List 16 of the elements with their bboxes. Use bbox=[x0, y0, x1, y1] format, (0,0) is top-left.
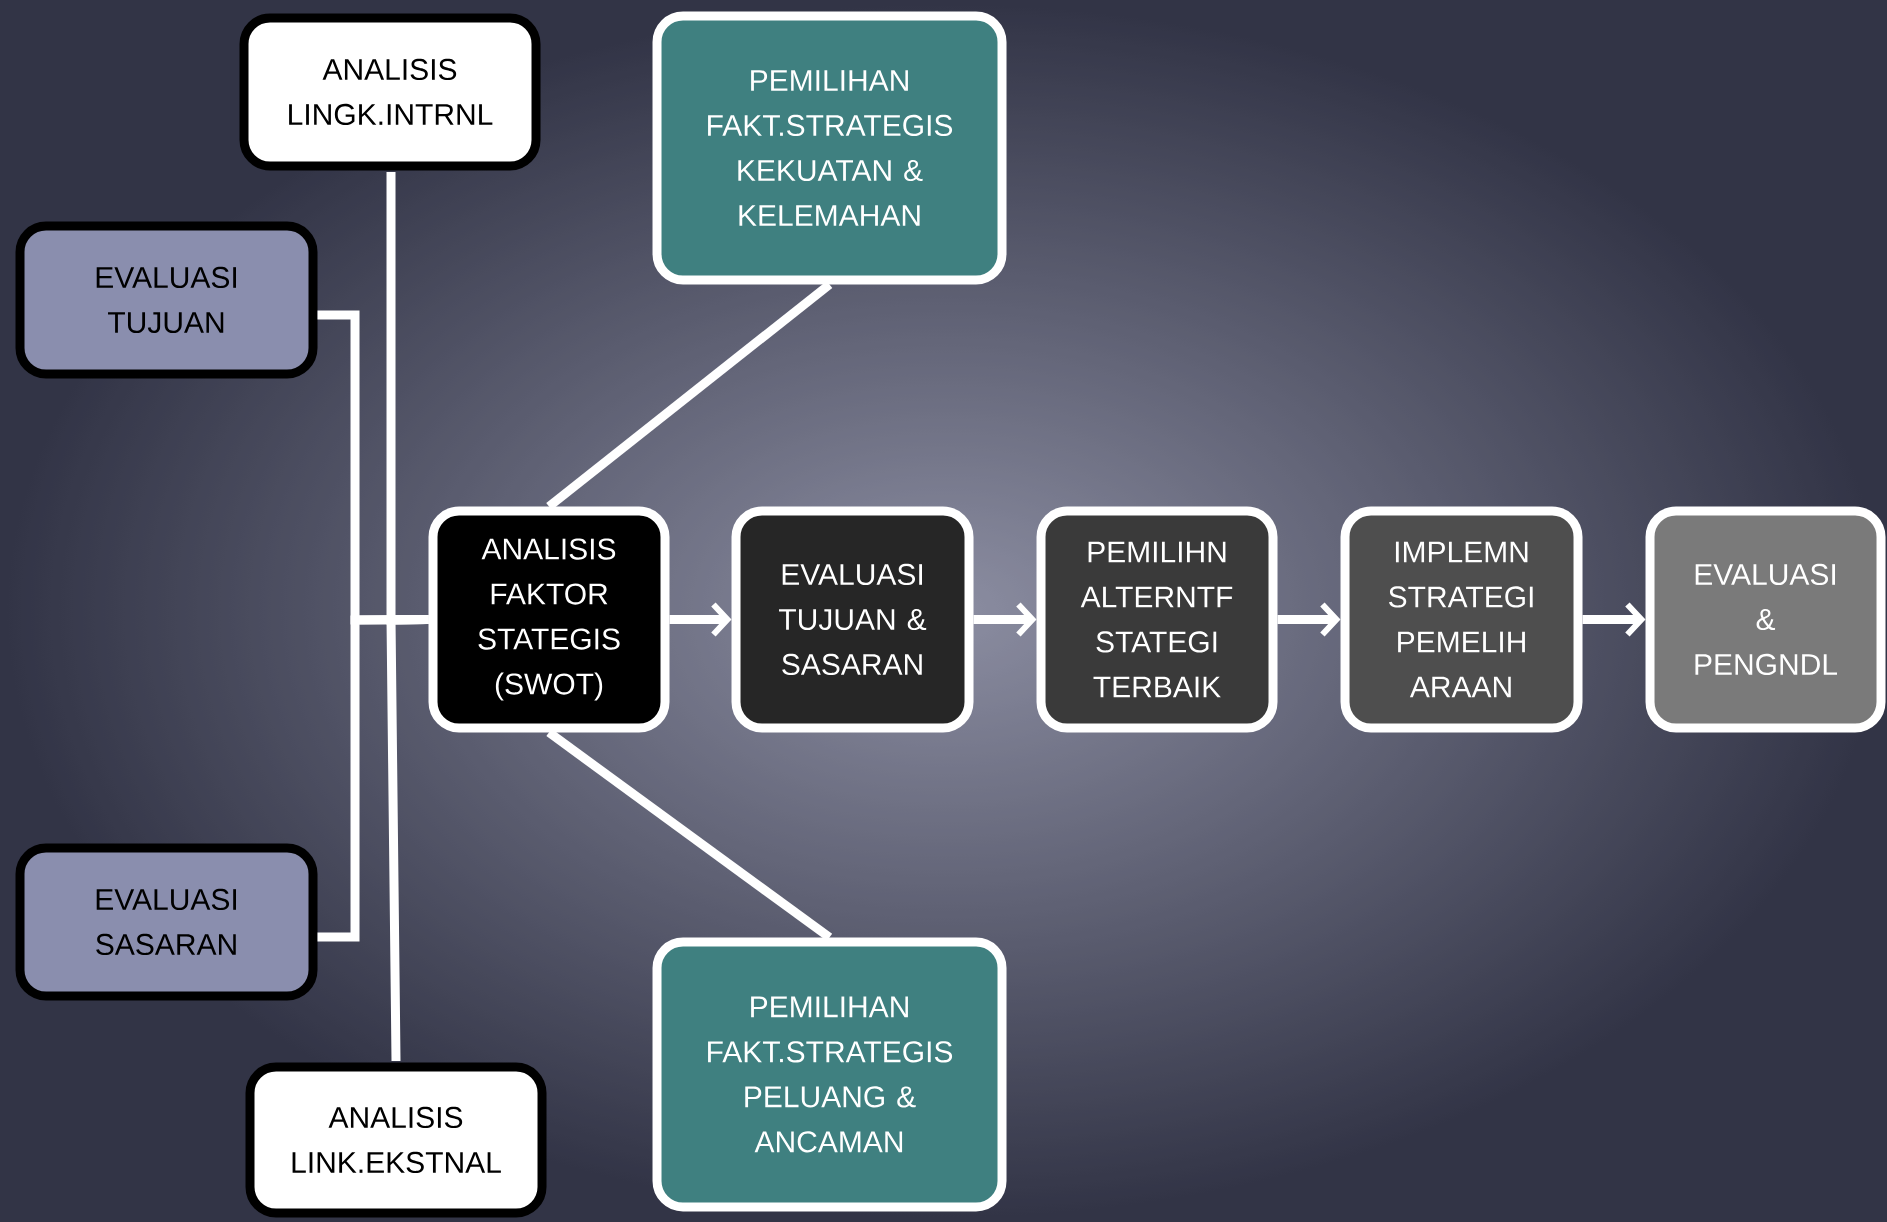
process-box: EVALUASI SASARAN bbox=[15, 843, 318, 1001]
connector bbox=[317, 615, 429, 942]
connector bbox=[1277, 602, 1341, 637]
process-box: ANALISIS FAKTOR STATEGIS (SWOT) bbox=[428, 506, 670, 733]
process-box: EVALUASI TUJUAN bbox=[15, 221, 318, 379]
process-box: ANALISIS LINK.EKSTNAL bbox=[245, 1062, 547, 1218]
process-box: EVALUASI TUJUAN & SASARAN bbox=[731, 506, 974, 733]
process-box: PEMILIHAN FAKT.STRATEGIS PELUANG & ANCAMAN bbox=[652, 937, 1007, 1212]
process-box: IMPLEMN STRATEGI PEMELIH ARAAN bbox=[1340, 506, 1583, 733]
process-box: EVALUASI & PENGNDL bbox=[1645, 506, 1886, 733]
connector bbox=[1582, 602, 1646, 637]
process-box: PEMILIHAN FAKT.STRATEGIS KEKUATAN & KELEMAHAN bbox=[652, 11, 1007, 285]
process-box: ANALISIS LINGK.INTRNL bbox=[239, 13, 541, 171]
connector bbox=[973, 602, 1037, 637]
connector bbox=[669, 602, 732, 637]
process-box: PEMILIHN ALTERNTF STATEGI TERBAIK bbox=[1036, 506, 1278, 733]
